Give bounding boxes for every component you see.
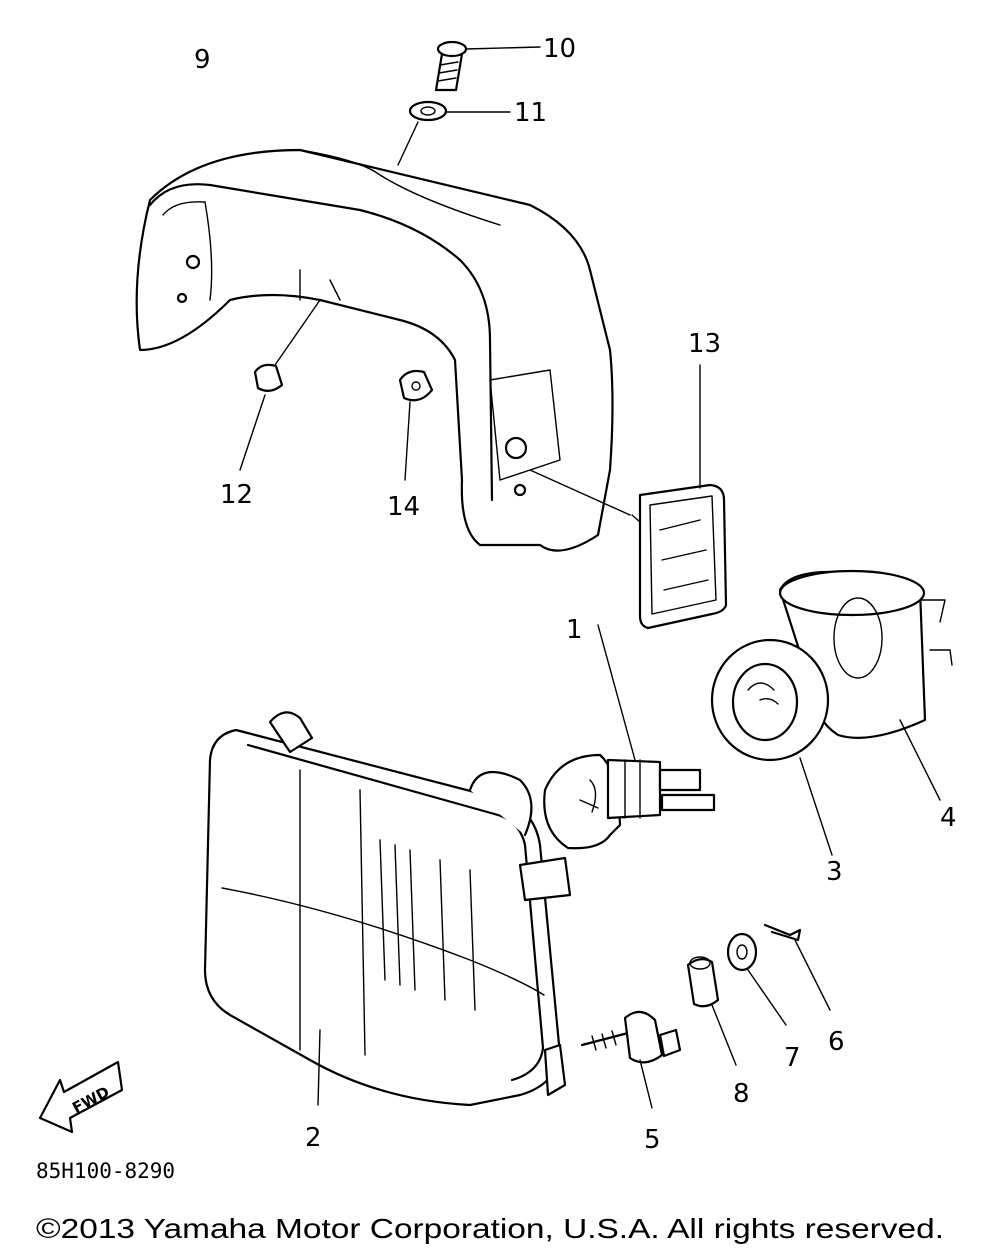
part-12-grommet [239,299,321,471]
part-5-adjust-screw [580,1010,682,1109]
callout-7: 7 [784,1043,801,1073]
part-11-washer [397,100,511,166]
part-14-grommet [398,369,434,481]
callout-2: 2 [305,1123,322,1153]
part-2-headlight-unit [203,711,572,1107]
callout-10: 10 [543,34,576,64]
part-7-washer [726,932,787,1026]
part-3-retainer-ring [710,638,833,856]
part-10-screw [434,40,541,92]
part-9-headlight-housing [135,148,631,552]
callout-1: 1 [566,615,583,645]
callout-4: 4 [940,803,957,833]
callout-13: 13 [688,329,721,359]
part-1-bulb [543,624,716,850]
diagram-code: 85H100-8290 [36,1159,175,1183]
callout-5: 5 [644,1125,661,1155]
part-6-clip [763,923,831,1011]
callout-9: 9 [194,45,211,75]
part-13-reflector [631,364,728,630]
callout-14: 14 [387,492,420,522]
callout-6: 6 [828,1027,845,1057]
forward-arrow-icon: FWD [38,1060,124,1134]
callout-8: 8 [733,1079,750,1109]
callout-12: 12 [220,480,253,510]
part-8-spacer [686,956,737,1066]
callout-11: 11 [514,98,547,128]
callout-3: 3 [826,857,843,887]
copyright-notice: ©2013 Yamaha Motor Corporation, U.S.A. A… [36,1213,944,1244]
